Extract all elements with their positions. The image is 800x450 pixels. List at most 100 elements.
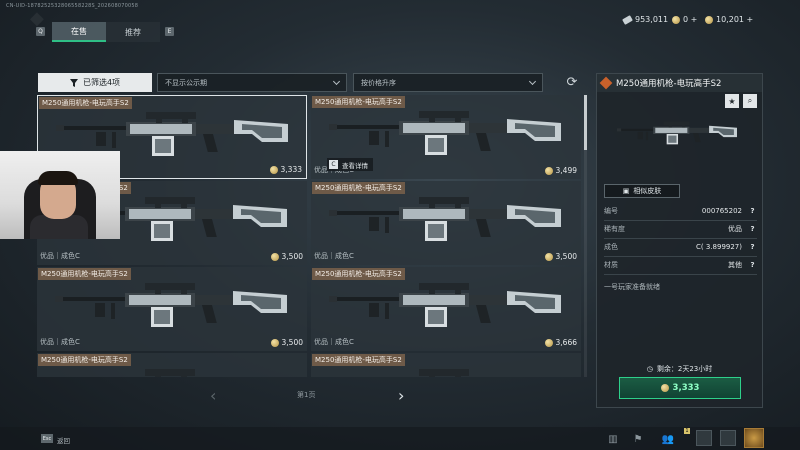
weapon-image [55, 283, 287, 327]
view-detail-hint[interactable]: C 查看详情 [327, 158, 373, 171]
time-remaining-label: 剩余：2天23小时 [656, 365, 713, 373]
currency-value: 0 + [683, 15, 698, 24]
notification-badge: 1 [684, 428, 690, 434]
prev-page-arrow-icon[interactable]: ‹ [210, 386, 217, 405]
attr-value: C( 3.899927) [696, 243, 742, 251]
attr-value: 其他 [728, 261, 742, 269]
attr-row-material: 材质 其他 ? [604, 259, 757, 271]
attr-row-wear: 成色 C( 3.899927) ? [604, 241, 757, 253]
currency-value: 953,011 [635, 15, 669, 24]
tab-on-sale[interactable]: 在售 [52, 22, 106, 42]
refresh-icon: ⟳ [566, 75, 578, 90]
listing-card[interactable]: M250通用机枪-电玩高手S2 [311, 353, 581, 377]
detail-header: M250通用机枪-电玩高手S2 [597, 74, 762, 92]
help-icon[interactable]: ? [750, 243, 755, 251]
coin-icon [660, 384, 669, 392]
refresh-button[interactable]: ⟳ [561, 73, 583, 92]
scrollbar-track[interactable] [584, 95, 587, 377]
similar-skins-label: 相似皮肤 [633, 187, 662, 195]
flag-icon[interactable]: ⚑ [633, 433, 643, 445]
filter-button[interactable]: 已筛选4项 [38, 73, 152, 92]
webcam-overlay [0, 151, 120, 239]
search-icon[interactable]: ⌕ [743, 94, 757, 108]
friends-icon[interactable]: 👥 [661, 433, 675, 445]
attr-label: 稀有度 [604, 225, 625, 233]
card-price: 3,500 [270, 338, 303, 347]
tab-next-key[interactable]: E [165, 27, 174, 36]
esc-key[interactable]: Esc [41, 434, 53, 443]
chevron-down-icon [332, 77, 341, 85]
clock-icon: ◷ [646, 365, 653, 373]
currency-tickets: 953,011 [622, 14, 669, 25]
filter-icon [69, 78, 78, 87]
help-icon[interactable]: ? [750, 261, 755, 269]
attr-row-id: 编号 000765202 ? [604, 205, 757, 217]
card-quality: 优品｜成色C [314, 252, 354, 260]
buy-button[interactable]: 3,333 [619, 377, 741, 399]
squad-slot-1[interactable] [696, 430, 712, 446]
weapon-image [329, 197, 561, 241]
buy-price: 3,333 [672, 383, 700, 393]
card-quality: 优品｜成色C [40, 252, 80, 260]
rarity-icon [599, 76, 613, 90]
ticket-icon [622, 14, 633, 25]
coin-icon [270, 252, 279, 261]
favorite-star-icon[interactable]: ★ [725, 94, 739, 108]
visibility-dropdown-value: 不显示公示期 [165, 78, 207, 87]
card-price: 3,666 [544, 338, 577, 347]
attr-value: 000765202 [701, 207, 742, 215]
coin-icon [269, 165, 278, 174]
currency-balance[interactable]: 10,201 + [705, 15, 753, 24]
listing-card[interactable]: M250通用机枪-电玩高手S2 [37, 353, 307, 377]
filter-button-label: 已筛选4项 [82, 78, 121, 87]
chevron-down-icon [528, 77, 537, 85]
card-title: M250通用机枪-电玩高手S2 [312, 354, 405, 366]
coin-icon [672, 15, 680, 24]
card-price-value: 3,500 [281, 252, 303, 261]
card-price-value: 3,500 [555, 252, 577, 261]
card-title: M250通用机枪-电玩高手S2 [312, 96, 405, 108]
card-price: 3,500 [544, 252, 577, 261]
card-title: M250通用机枪-电玩高手S2 [38, 354, 131, 366]
page-label: 第1页 [297, 391, 316, 399]
coin-icon [544, 338, 553, 347]
card-price-value: 3,499 [555, 166, 577, 175]
weapon-image [329, 283, 561, 327]
visibility-dropdown[interactable]: 不显示公示期 [157, 73, 347, 92]
coin-icon [705, 15, 713, 24]
weapon-image [329, 111, 561, 155]
avatar[interactable] [744, 428, 764, 448]
currency-coins[interactable]: 0 + [672, 15, 697, 24]
back-label[interactable]: 返回 [57, 437, 70, 445]
help-icon[interactable]: ? [750, 207, 755, 215]
similar-skins-button[interactable]: ▣ 相似皮肤 [604, 184, 680, 198]
card-price-value: 3,666 [555, 338, 577, 347]
coin-icon [544, 252, 553, 261]
card-price: 3,500 [270, 252, 303, 261]
view-detail-label: 查看详情 [342, 161, 368, 170]
background-logo: ◆ [30, 8, 44, 29]
tab-prev-key[interactable]: Q [36, 27, 45, 36]
squad-slot-2[interactable] [720, 430, 736, 446]
time-remaining: ◷ 剩余：2天23小时 [597, 364, 762, 374]
card-price-value: 3,333 [280, 165, 302, 174]
weapon-image [145, 369, 195, 377]
player-uid: CN-UID-1878252532806558228S_202608070058 [6, 3, 139, 9]
attr-row-rarity: 稀有度 优品 ? [604, 223, 757, 235]
scrollbar-thumb[interactable] [584, 95, 587, 150]
card-price: 3,333 [269, 165, 302, 174]
tab-recommended[interactable]: 推荐 [106, 22, 160, 42]
attr-label: 成色 [604, 243, 618, 251]
attr-label: 编号 [604, 207, 618, 215]
attr-label: 材质 [604, 261, 618, 269]
detail-title: M250通用机枪-电玩高手S2 [616, 79, 722, 89]
help-icon[interactable]: ? [750, 225, 755, 233]
stats-icon[interactable]: ▥ [608, 433, 618, 445]
next-page-arrow-icon[interactable]: › [398, 386, 405, 405]
sort-dropdown[interactable]: 按价格升序 [353, 73, 543, 92]
card-quality: 优品｜成色C [314, 338, 354, 346]
card-price: 3,499 [544, 166, 577, 175]
